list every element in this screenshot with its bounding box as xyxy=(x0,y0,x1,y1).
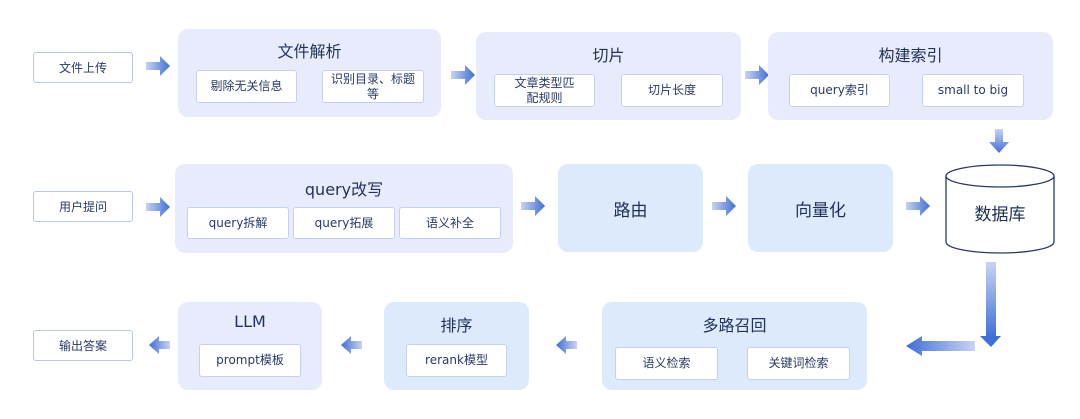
llm-item: prompt模板 xyxy=(199,344,301,377)
recall-group: 多路召回 语义检索 关键词检索 xyxy=(602,302,867,390)
upload-label: 文件上传 xyxy=(58,61,107,75)
rewrite-item: query拆解 xyxy=(187,207,289,239)
arrow-upload-to-parse xyxy=(146,56,170,76)
index-group: 构建索引 query索引 small to big xyxy=(768,32,1053,120)
arrow-chunk-to-index xyxy=(745,65,769,85)
ask-box: 用户提问 xyxy=(33,191,133,222)
rewrite-group: query改写 query拆解 query拓展 语义补全 xyxy=(175,164,513,253)
arrow-index-to-database xyxy=(989,129,1009,153)
ask-label: 用户提问 xyxy=(58,200,107,214)
parse-title: 文件解析 xyxy=(277,42,342,61)
route-box: 路由 xyxy=(558,164,703,252)
index-title: 构建索引 xyxy=(878,46,943,65)
rank-group: 排序 rerank模型 xyxy=(384,302,529,390)
connector-database-down xyxy=(986,262,996,338)
answer-label: 输出答案 xyxy=(58,339,107,353)
chunk-item: 文章类型匹配规则 xyxy=(494,74,595,107)
chunk-item: 切片长度 xyxy=(621,74,723,107)
rank-title: 排序 xyxy=(440,316,473,335)
chunk-group: 切片 文章类型匹配规则 切片长度 xyxy=(476,32,741,120)
arrow-ask-to-rewrite xyxy=(146,197,170,217)
vectorize-label: 向量化 xyxy=(795,200,846,221)
rewrite-item: query拓展 xyxy=(293,207,395,239)
recall-item: 语义检索 xyxy=(615,347,718,380)
recall-item: 关键词检索 xyxy=(747,347,850,380)
database-cylinder-icon xyxy=(945,164,1055,254)
database-label: 数据库 xyxy=(974,205,1026,225)
parse-item: 识别目录、标题等 xyxy=(322,70,424,103)
arrow-rewrite-to-route xyxy=(521,196,545,216)
arrow-database-to-recall-head xyxy=(980,336,1001,347)
parse-group: 文件解析 剔除无关信息 识别目录、标题等 xyxy=(178,29,441,117)
llm-group: LLM prompt模板 xyxy=(178,302,322,390)
rewrite-item: 语义补全 xyxy=(399,207,501,239)
llm-title: LLM xyxy=(234,312,266,331)
arrow-database-to-recall xyxy=(906,336,975,356)
upload-box: 文件上传 xyxy=(33,52,133,83)
arrow-route-to-vectorize xyxy=(712,196,736,216)
rank-item: rerank模型 xyxy=(406,344,507,377)
rewrite-title: query改写 xyxy=(304,180,384,199)
route-label: 路由 xyxy=(613,200,648,221)
answer-box: 输出答案 xyxy=(33,330,133,361)
arrow-llm-to-answer xyxy=(149,336,170,354)
recall-title: 多路召回 xyxy=(702,316,767,335)
arrow-vectorize-to-database xyxy=(906,196,930,216)
arrow-recall-to-rank xyxy=(556,336,577,354)
index-item: query索引 xyxy=(789,74,890,107)
arrow-rank-to-llm xyxy=(341,336,362,354)
index-item: small to big xyxy=(922,74,1024,107)
vectorize-box: 向量化 xyxy=(748,164,893,252)
arrow-parse-to-chunk xyxy=(451,65,475,85)
chunk-title: 切片 xyxy=(592,46,625,65)
parse-item: 剔除无关信息 xyxy=(196,70,297,103)
